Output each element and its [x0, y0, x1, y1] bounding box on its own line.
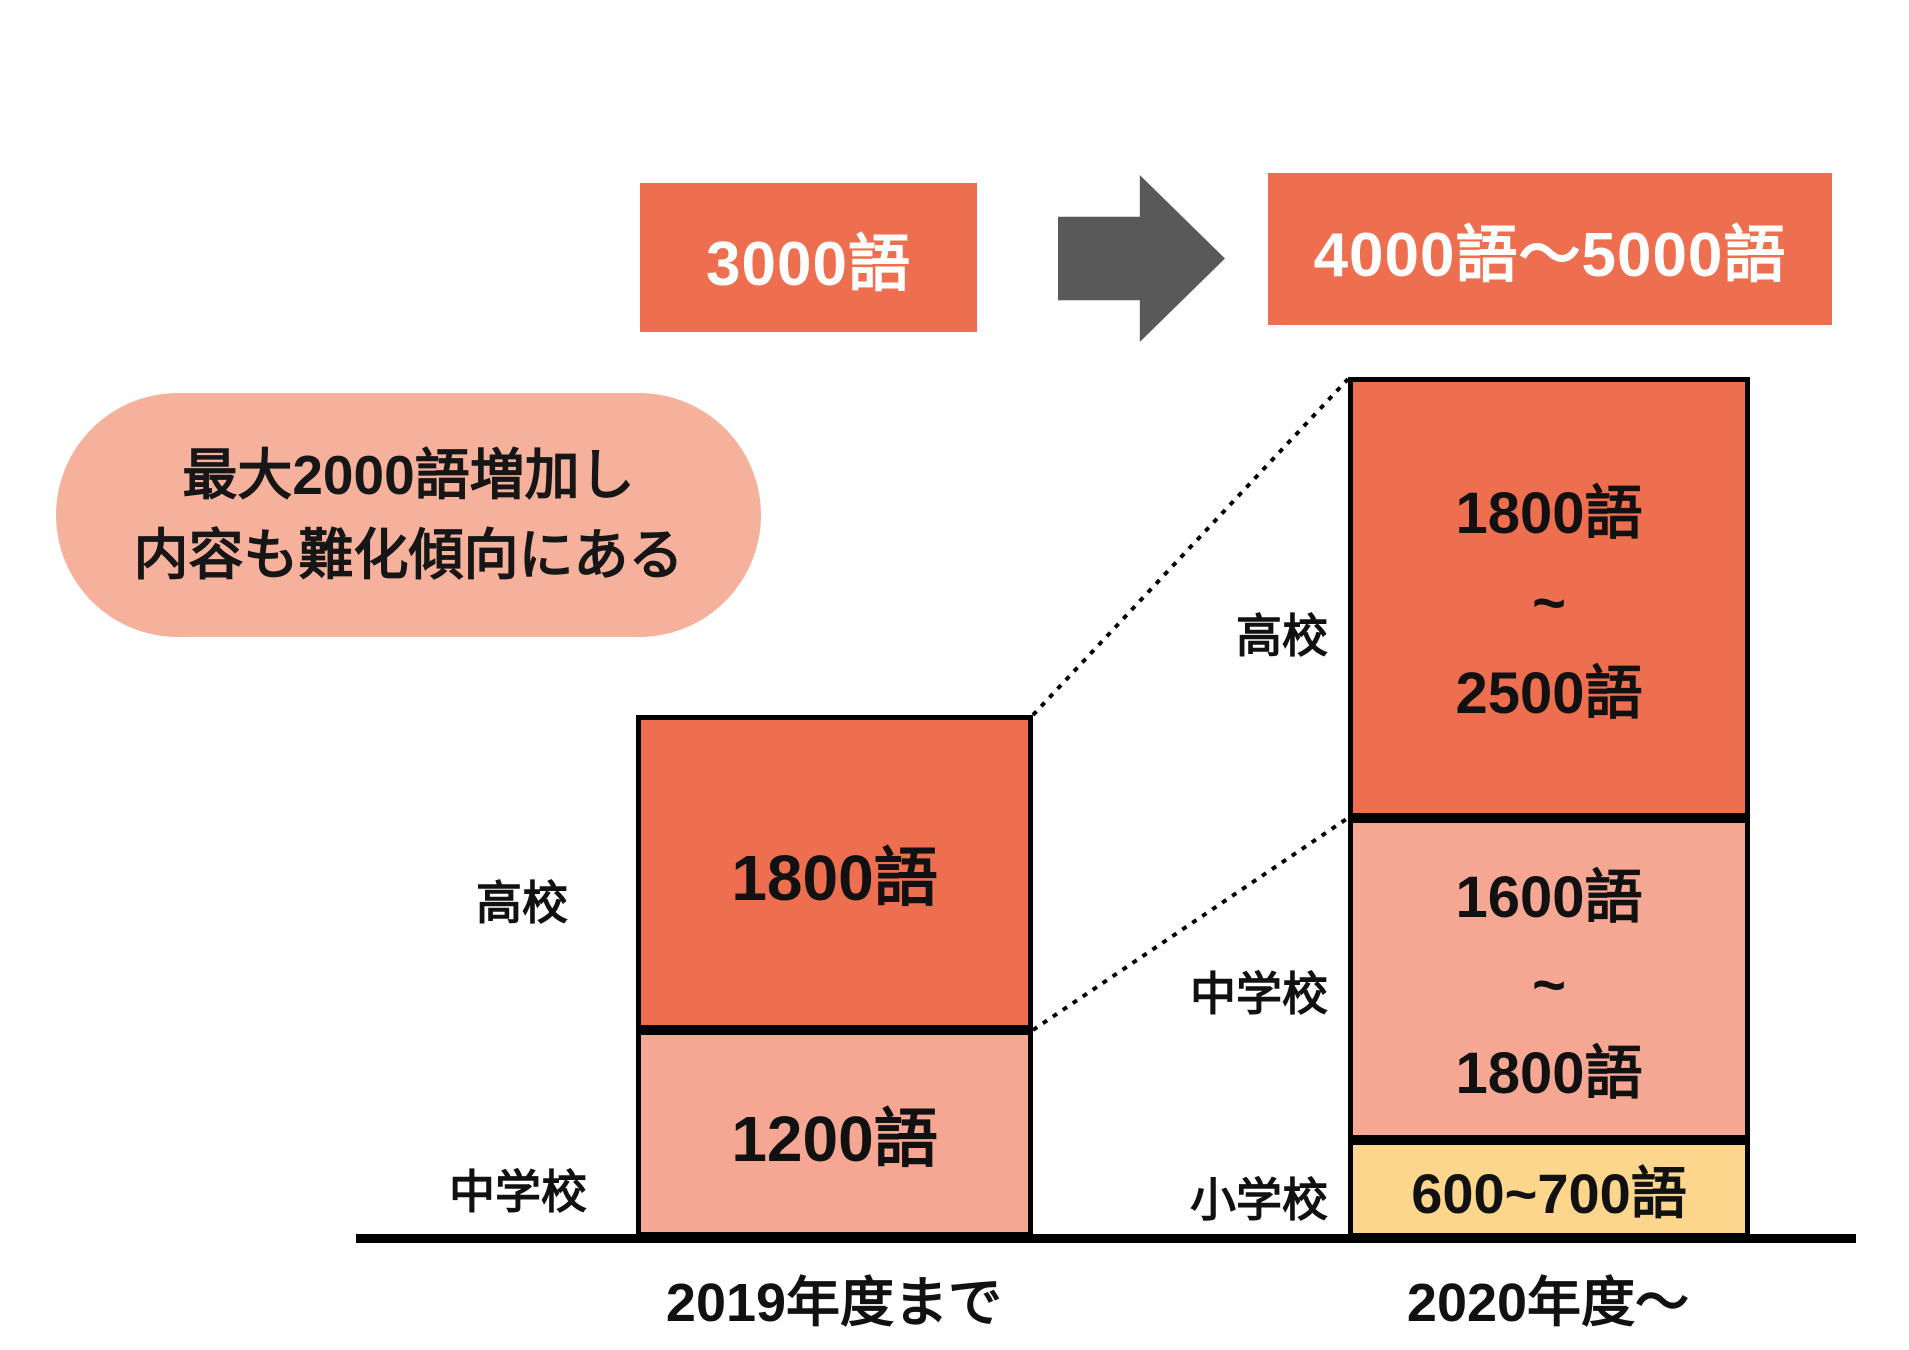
bar-2020-elementary-value: 600~700語 [1411, 1161, 1687, 1225]
x-axis-label-2020: 2020年度〜 [1406, 1273, 1690, 1333]
bar-2020-high-school-value-min: 1800語 [1455, 480, 1643, 546]
bar-2019-high-school-value: 1800語 [731, 841, 938, 914]
bar-2020-junior-high-value-max: 1800語 [1455, 1041, 1643, 1106]
bar-2019-high-school-segment: 1800語 [636, 715, 1033, 1030]
bar-2019-junior-high-value: 1200語 [731, 1102, 938, 1175]
arrow-right-icon [1058, 175, 1225, 342]
x-axis-line [356, 1234, 1856, 1243]
callout-bubble: 最大2000語増加し 内容も難化傾向にある [56, 393, 761, 637]
total-before-box: 3000語 [640, 183, 977, 332]
label-2020-junior-high: 中学校 [1190, 968, 1328, 1020]
bar-2020-high-school-tilde: ~ [1532, 570, 1566, 636]
total-before-value: 3000語 [706, 229, 911, 299]
label-2020-elementary: 小学校 [1190, 1174, 1328, 1226]
label-2019-junior-high: 中学校 [449, 1166, 587, 1218]
bar-2020-junior-high-value-min: 1600語 [1455, 865, 1643, 930]
x-axis-label-2019: 2019年度まで [665, 1273, 1003, 1333]
bar-2020-elementary-segment: 600~700語 [1348, 1140, 1750, 1238]
total-after-value: 4000語〜5000語 [1313, 221, 1787, 290]
callout-line-2: 内容も難化傾向にある [133, 524, 684, 586]
bar-2020-high-school-segment: 1800語 ~ 2500語 [1348, 377, 1750, 818]
bar-2020-high-school-value-max: 2500語 [1455, 660, 1643, 726]
label-2019-high-school: 高校 [476, 877, 568, 929]
bar-2020-junior-high-segment: 1600語 ~ 1800語 [1348, 818, 1750, 1140]
total-after-box: 4000語〜5000語 [1268, 173, 1832, 325]
bar-2020-junior-high-tilde: ~ [1532, 953, 1566, 1018]
label-2020-high-school: 高校 [1236, 610, 1328, 662]
bar-2019-junior-high-segment: 1200語 [636, 1030, 1033, 1237]
callout-line-1: 最大2000語増加し [182, 444, 635, 506]
